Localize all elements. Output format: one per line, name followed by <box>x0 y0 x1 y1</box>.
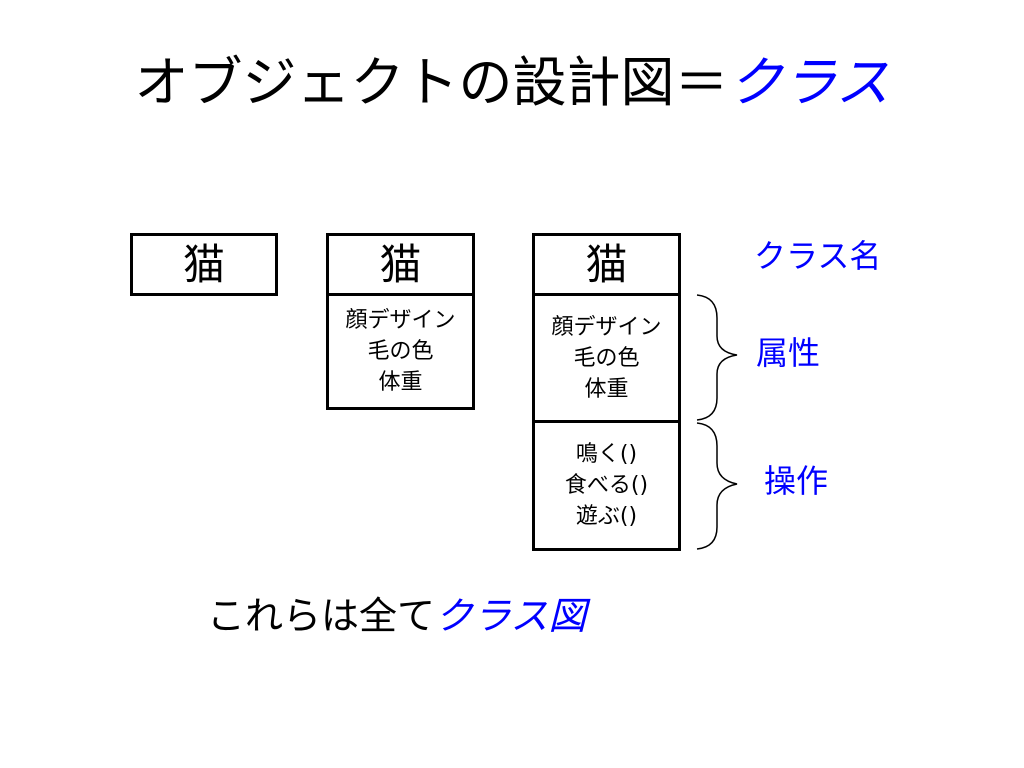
attribute-item: 体重 <box>584 376 629 402</box>
class-diagram-2-attributes: 顔デザイン 毛の色 体重 <box>326 293 475 410</box>
label-operations: 操作 <box>764 462 829 500</box>
footer-caption: これらは全てクラス図 <box>207 592 586 640</box>
operation-item: 食べる() <box>564 473 649 498</box>
class-diagram-1-name: 猫 <box>130 233 278 296</box>
class-name-text: 猫 <box>182 239 225 289</box>
attribute-item: 毛の色 <box>367 339 434 364</box>
footer-main: これらは全て <box>207 594 436 638</box>
title-accent: クラス <box>728 51 890 114</box>
class-diagram-3-operations: 鳴く() 食べる() 遊ぶ() <box>532 420 681 551</box>
label-attributes: 属性 <box>756 334 821 372</box>
attributes-brace <box>696 294 738 421</box>
operation-item: 鳴く() <box>575 442 638 467</box>
footer-accent: クラス図 <box>435 594 587 638</box>
slide-title: オブジェクトの設計図＝クラス <box>0 48 1024 118</box>
attribute-item: 顔デザイン <box>345 308 456 333</box>
attribute-item: 毛の色 <box>573 345 640 371</box>
title-main: オブジェクトの設計図＝ <box>134 51 729 114</box>
class-diagram-2-name: 猫 <box>326 233 475 296</box>
class-name-text: 猫 <box>379 239 422 289</box>
label-class-name: クラス名 <box>754 237 882 275</box>
attribute-item: 顔デザイン <box>551 314 662 340</box>
operations-brace <box>696 422 738 550</box>
class-name-text: 猫 <box>585 239 628 289</box>
attribute-item: 体重 <box>378 370 423 395</box>
operation-item: 遊ぶ() <box>575 504 638 529</box>
